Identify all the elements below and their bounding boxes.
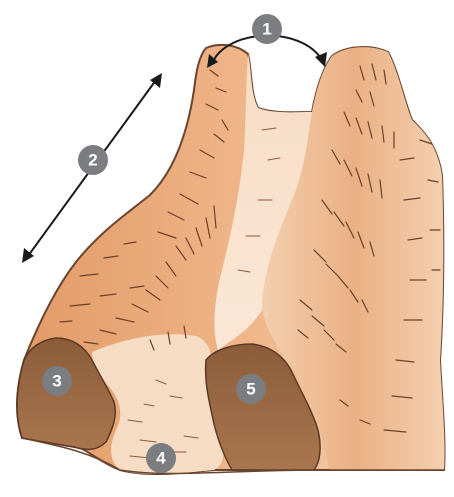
marker-4-label: 4	[156, 449, 166, 468]
marker-3-label: 3	[52, 372, 61, 391]
marker-4: 4	[146, 443, 176, 473]
marker-1-label: 1	[262, 20, 271, 39]
marker-3: 3	[42, 366, 72, 396]
marker-5: 5	[236, 374, 266, 404]
marker-2-label: 2	[88, 151, 97, 170]
marker-5-label: 5	[246, 380, 255, 399]
marker-2: 2	[78, 145, 108, 175]
marker-1: 1	[252, 14, 282, 44]
